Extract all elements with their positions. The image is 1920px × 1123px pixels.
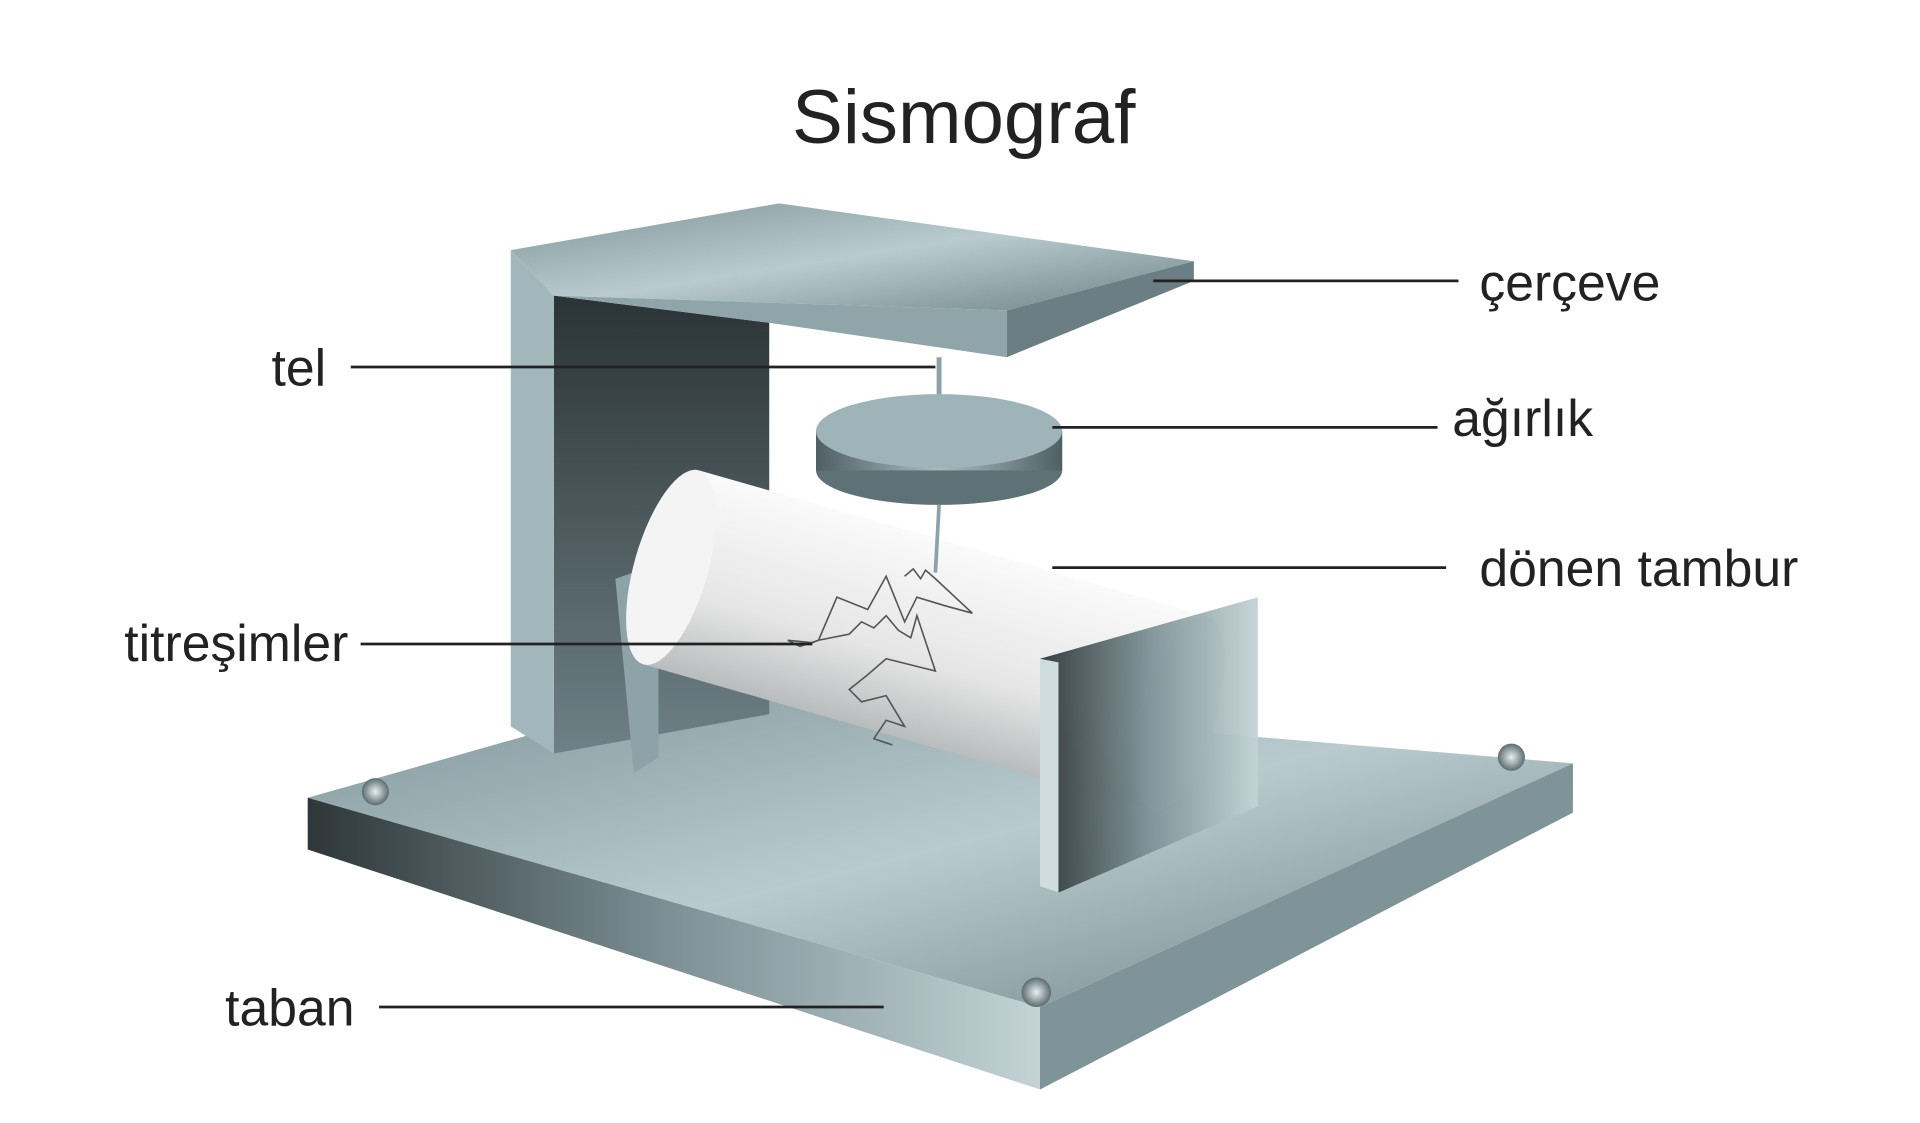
label-drum: dönen tambur xyxy=(1479,539,1798,597)
labels: çerçeve tel ağırlık dönen tambur titreşi… xyxy=(124,254,1798,1037)
bolt-icon xyxy=(1021,977,1052,1008)
weight xyxy=(816,357,1063,573)
label-vibrations: titreşimler xyxy=(124,614,348,672)
vibration-trace xyxy=(787,567,973,746)
base-plate xyxy=(307,689,1573,1090)
label-base: taban xyxy=(225,979,354,1037)
label-frame: çerçeve xyxy=(1479,254,1660,312)
bolt-icon xyxy=(361,778,389,806)
diagram-title: Sismograf xyxy=(792,75,1136,160)
bolt-icon xyxy=(1497,743,1525,771)
label-wire: tel xyxy=(272,338,327,396)
label-weight: ağırlık xyxy=(1452,389,1593,447)
drum xyxy=(615,469,1258,893)
